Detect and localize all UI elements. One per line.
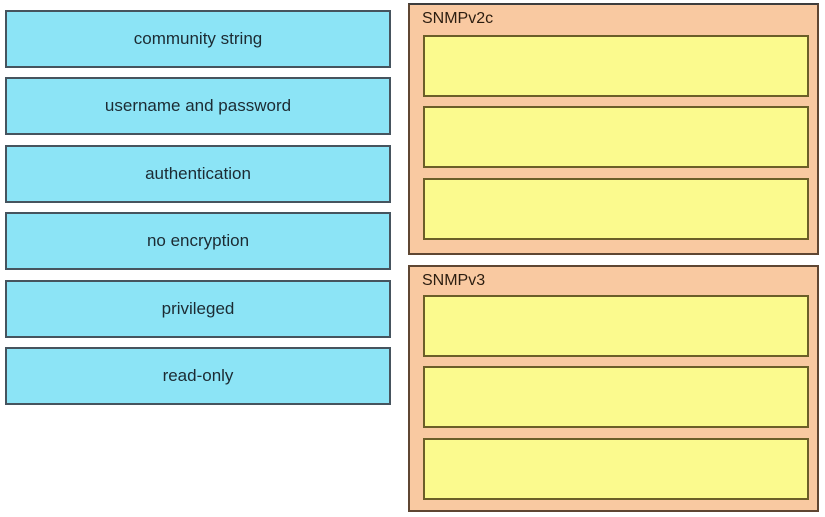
drop-slot-snmpv3-2[interactable] (423, 366, 809, 428)
drop-slot-snmpv2c-1[interactable] (423, 35, 809, 97)
drag-option-label: no encryption (146, 231, 250, 250)
drop-group-title: SNMPv2c (422, 10, 494, 27)
drag-option-community-string[interactable]: community string (5, 10, 391, 68)
drag-option-label: username and password (104, 96, 292, 115)
drop-slot-snmpv3-3[interactable] (423, 438, 809, 500)
drag-option-label: read-only (162, 366, 234, 385)
drop-slot-snmpv2c-3[interactable] (423, 178, 809, 240)
drop-slot-snmpv3-1[interactable] (423, 295, 809, 357)
drop-slot-snmpv2c-2[interactable] (423, 106, 809, 168)
drag-option-label: privileged (161, 299, 235, 318)
drop-group-title: SNMPv3 (422, 272, 486, 289)
drag-option-username-and-password[interactable]: username and password (5, 77, 391, 135)
drag-option-authentication[interactable]: authentication (5, 145, 391, 203)
drag-option-label: community string (133, 29, 263, 48)
drag-option-label: authentication (145, 164, 251, 183)
drag-option-read-only[interactable]: read-only (5, 347, 391, 405)
drop-group-snmpv3: SNMPv3 (408, 265, 819, 512)
drag-option-privileged[interactable]: privileged (5, 280, 391, 338)
drop-group-snmpv2c: SNMPv2c (408, 3, 819, 255)
drag-option-no-encryption[interactable]: no encryption (5, 212, 391, 270)
